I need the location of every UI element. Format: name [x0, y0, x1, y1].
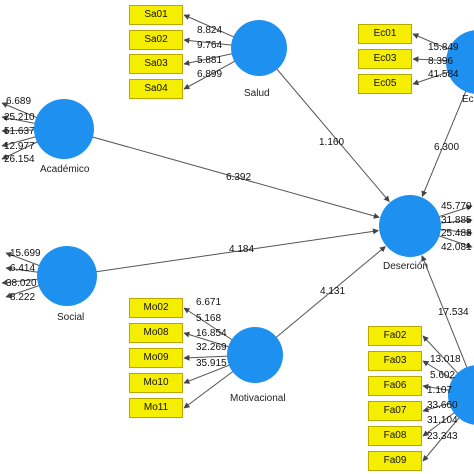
construct-node-salud[interactable]	[231, 20, 287, 76]
loading-fa06: 1.107	[427, 385, 453, 396]
path-economico-desercion: 6.300	[434, 142, 460, 153]
construct-node-academico[interactable]	[34, 99, 94, 159]
loading-academico-3: 51.637	[4, 126, 35, 137]
loading-ec01: 15.849	[428, 42, 459, 53]
label-motivacional: Motivacional	[230, 393, 286, 404]
loading-sa04: 6.899	[197, 69, 223, 80]
construct-node-social[interactable]	[37, 246, 97, 306]
path-arrow-academico-desercion	[63, 128, 380, 219]
loading-sa02: 9.764	[197, 40, 223, 51]
loading-sa03: 5.881	[197, 55, 223, 66]
path-arrow-social-desercion	[66, 228, 379, 277]
loading-social-4: 8.222	[10, 292, 36, 303]
indicator-mo10[interactable]: Mo10	[129, 373, 183, 393]
indicator-sa01[interactable]: Sa01	[129, 5, 183, 25]
indicator-mo09[interactable]: Mo09	[129, 348, 183, 368]
construct-node-economico[interactable]	[446, 30, 474, 94]
indicator-sa02[interactable]: Sa02	[129, 30, 183, 50]
label-salud: Salud	[244, 88, 270, 99]
loading-academico-4: 12.977	[4, 141, 35, 152]
label-social: Social	[57, 312, 85, 323]
loading-sa01: 8.824	[197, 25, 223, 36]
indicator-fa09[interactable]: Fa09	[368, 451, 422, 471]
path-social-desercion: 4.184	[229, 244, 255, 255]
construct-node-motivacional[interactable]	[227, 327, 283, 383]
indicator-mo11[interactable]: Mo11	[129, 398, 183, 418]
loading-mo10: 32.269	[196, 342, 227, 353]
loading-fa08: 31.104	[427, 415, 458, 426]
loading-social-1: 15.699	[10, 248, 41, 259]
loading-desercion-4: 42.081	[441, 242, 472, 253]
indicator-fa08[interactable]: Fa08	[368, 426, 422, 446]
loading-fa03: 5.602	[430, 370, 456, 381]
loading-ec03: 8.396	[428, 56, 454, 67]
loading-mo02: 6.671	[196, 297, 222, 308]
loading-desercion-3: 25.483	[441, 228, 472, 239]
loading-fa02: 13.018	[430, 354, 461, 365]
indicator-ec03[interactable]: Ec03	[358, 49, 412, 69]
indicator-mo02[interactable]: Mo02	[129, 298, 183, 318]
indicator-fa03[interactable]: Fa03	[368, 351, 422, 371]
path-familiar-desercion: 17.534	[438, 307, 469, 318]
loading-fa07: 33.660	[427, 400, 458, 411]
loading-social-3: 38.020	[6, 278, 37, 289]
path-academico-desercion: 6.392	[226, 172, 252, 183]
construct-node-desercion[interactable]	[379, 195, 441, 257]
loading-mo08: 5.168	[196, 313, 222, 324]
loading-desercion-2: 31.885	[441, 215, 472, 226]
path-arrow-salud-desercion	[258, 47, 390, 203]
indicator-fa06[interactable]: Fa06	[368, 376, 422, 396]
path-salud-desercion: 1.160	[319, 137, 345, 148]
indicator-sa04[interactable]: Sa04	[129, 79, 183, 99]
loading-academico-1: 6.689	[6, 96, 32, 107]
loading-academico-5: 26.154	[4, 154, 35, 165]
loading-mo09: 16.854	[196, 328, 227, 339]
indicator-mo08[interactable]: Mo08	[129, 323, 183, 343]
label-academico: Académico	[40, 164, 90, 175]
loading-desercion-1: 45.770	[441, 201, 472, 212]
indicator-ec05[interactable]: Ec05	[358, 74, 412, 94]
path-arrow-motivacional-desercion	[254, 246, 386, 356]
indicator-fa02[interactable]: Fa02	[368, 326, 422, 346]
loading-academico-2: 25.210	[4, 112, 35, 123]
loading-ec05: 41.584	[428, 69, 459, 80]
label-desercion: Deserción	[383, 261, 429, 272]
indicator-fa07[interactable]: Fa07	[368, 401, 422, 421]
indicator-ec01[interactable]: Ec01	[358, 24, 412, 44]
path-motivacional-desercion: 4.131	[320, 286, 346, 297]
indicator-sa03[interactable]: Sa03	[129, 54, 183, 74]
loading-fa09: 23.343	[427, 431, 458, 442]
loading-mo11: 35.915	[196, 358, 227, 369]
loading-social-2: 6.414	[10, 263, 36, 274]
construct-node-familiar[interactable]	[448, 365, 474, 425]
label-economico: Ec	[462, 94, 474, 105]
